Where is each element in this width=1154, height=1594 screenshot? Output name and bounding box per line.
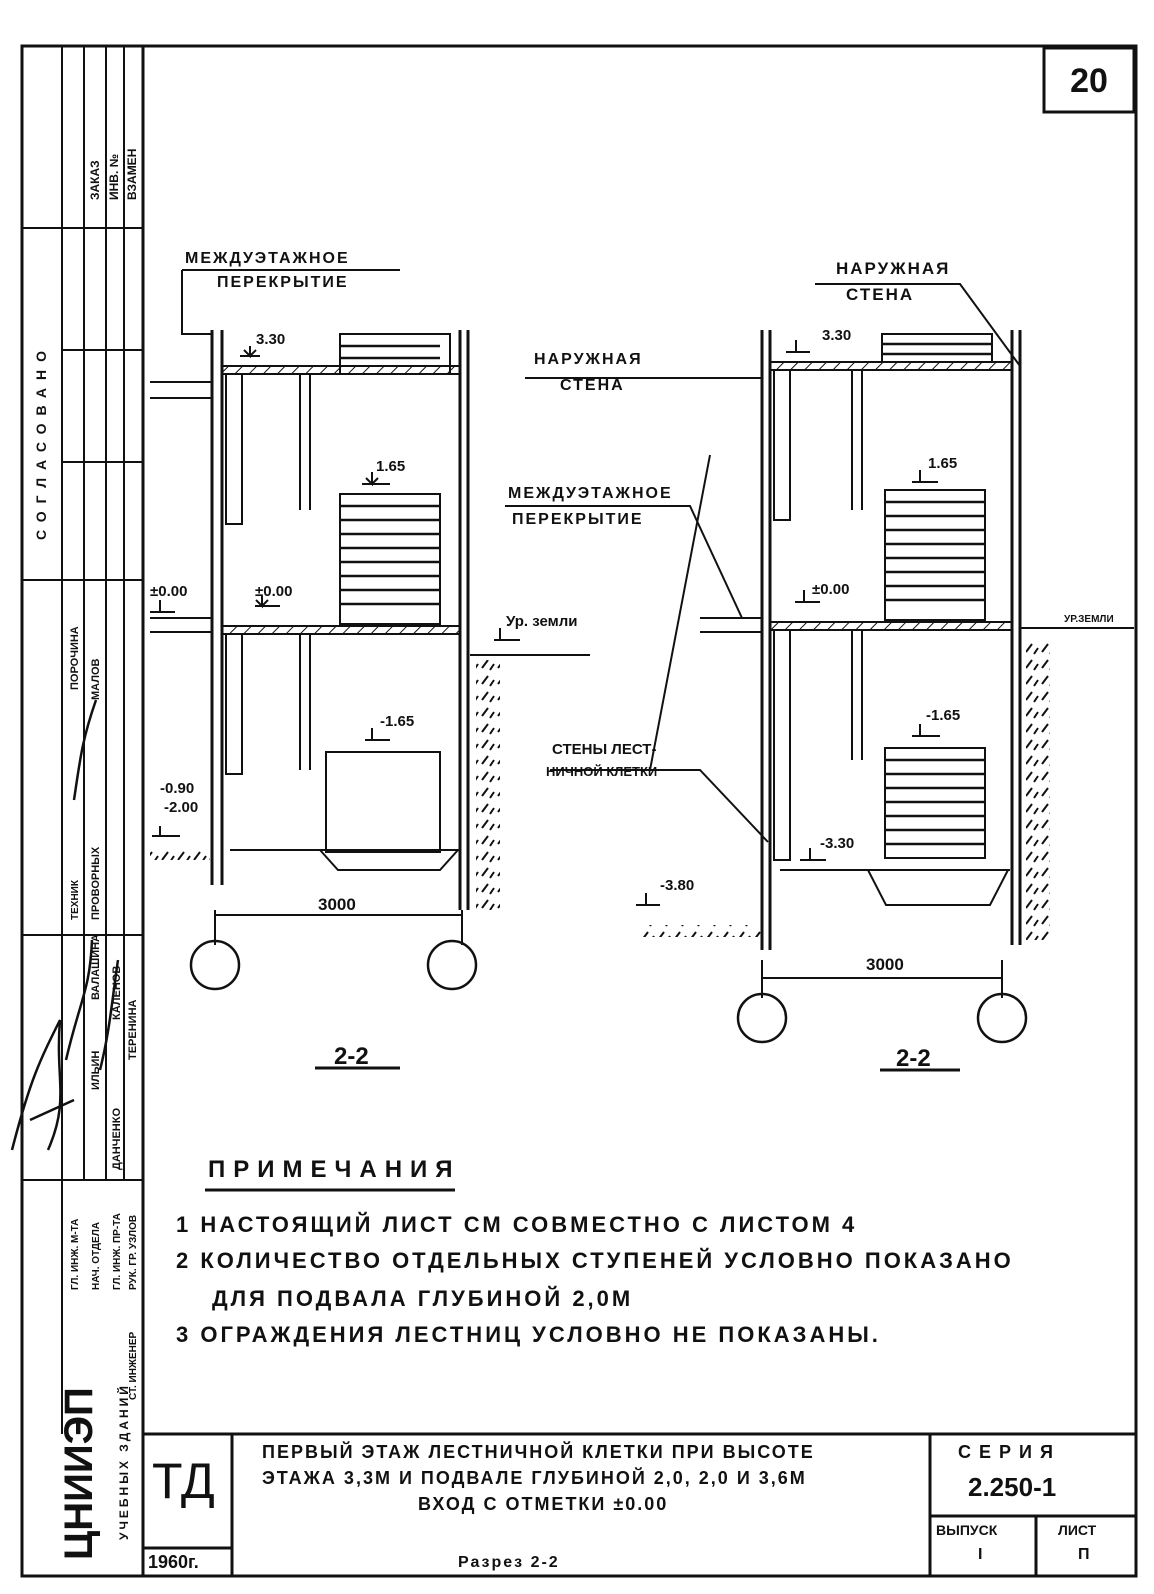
series-value: 2.250-1 <box>968 1472 1057 1502</box>
stamp-name-8: МАЛОВ <box>90 658 102 700</box>
note-item-1: 1 НАСТОЯЩИЙ ЛИСТ СМ СОВМЕСТНО С ЛИСТОМ 4 <box>176 1212 858 1237</box>
signature-marks <box>10 699 120 1151</box>
stamp-name-3: КАЛЕНОВ <box>111 966 123 1020</box>
stamp-col-3: ЗАКАЗ <box>88 160 102 200</box>
stamp-col-2: ИНВ. № <box>107 154 121 200</box>
right-section-label: 2-2 <box>896 1045 931 1072</box>
right-mark-low: -3.80 <box>660 877 694 894</box>
title-line-4: Разрез 2-2 <box>458 1554 560 1571</box>
left-mark-top: 3.30 <box>256 331 285 348</box>
notes-heading: ПРИМЕЧАНИЯ <box>208 1156 461 1183</box>
left-section-label: 2-2 <box>334 1043 369 1070</box>
note-item-3: ДЛЯ ПОДВАЛА ГЛУБИНОЙ 2,0М <box>212 1286 634 1311</box>
stamp-name-2: ИЛЬИН <box>90 1051 102 1090</box>
stamp-name-5: ТЕРЕНИНА <box>127 999 139 1060</box>
left-section <box>150 269 590 1070</box>
stamp-role-5: СТ. ИНЖЕНЕР <box>128 1331 139 1400</box>
right-ground-label: УР.ЗЕМЛИ <box>1064 614 1114 625</box>
stamp-approved: СОГЛАСОВАНО <box>33 343 49 540</box>
title-line-1: ПЕРВЫЙ ЭТАЖ ЛЕСТНИЧНОЙ КЛЕТКИ ПРИ ВЫСОТЕ <box>262 1442 815 1462</box>
right-level-markers <box>636 340 940 906</box>
right-mark-base: -1.65 <box>926 707 960 724</box>
title-line-3: ВХОД С ОТМЕТКИ ±0.00 <box>418 1494 669 1514</box>
stamp-role-3: ГЛ. ИНЖ. ПР-ТА <box>112 1213 123 1290</box>
stamp-name-1: ДАНЧЕНКО <box>111 1108 123 1170</box>
right-label-wall-1: НАРУЖНАЯ <box>836 259 950 278</box>
title-year: 1960г. <box>148 1552 199 1572</box>
right-section <box>505 283 1134 1072</box>
sheet-label: ЛИСТ <box>1058 1522 1097 1538</box>
title-block-grid <box>143 1434 1136 1576</box>
center-slab-2: ПЕРЕКРЫТИЕ <box>512 511 644 528</box>
right-label-wall-2: СТЕНА <box>846 285 914 304</box>
left-ground-label: Ур. земли <box>506 613 578 630</box>
stamp-name-6: ПРОВОРНЫХ <box>90 846 102 920</box>
side-stamp <box>22 46 143 1434</box>
sheet-number: 20 <box>1070 62 1108 100</box>
stamp-name-7: ПОРОЧИНА <box>69 626 81 690</box>
sheet-frame <box>20 44 1138 1578</box>
left-mark-zero: ±0.00 <box>255 583 292 600</box>
right-mark-floor: -3.30 <box>820 835 854 852</box>
right-mark-zero: ±0.00 <box>812 581 849 598</box>
left-mark-low-1: -0.90 <box>160 780 194 797</box>
sheet-value: П <box>1078 1546 1090 1563</box>
issue-label: ВЫПУСК <box>936 1522 998 1538</box>
left-level-markers <box>150 346 520 837</box>
left-width-dim: 3000 <box>318 895 356 914</box>
title-code: ТД <box>152 1453 215 1509</box>
note-item-4: 3 ОГРАЖДЕНИЯ ЛЕСТНИЦ УСЛОВНО НЕ ПОКАЗАНЫ… <box>176 1322 881 1347</box>
right-labels: НАРУЖНАЯ СТЕНА 3.30 1.65 ±0.00 УР.ЗЕМЛИ … <box>660 259 1114 1072</box>
left-label-slab-1: МЕЖДУЭТАЖНОЕ <box>185 250 350 267</box>
note-item-2: 2 КОЛИЧЕСТВО ОТДЕЛЬНЫХ СТУПЕНЕЙ УСЛОВНО … <box>176 1248 1014 1273</box>
issue-value: I <box>978 1546 983 1563</box>
stamp-role-4: РУК. ГР. УЗЛОВ <box>128 1215 139 1290</box>
stamp-org-sub: УЧЕБНЫХ ЗДАНИЙ <box>116 1383 131 1540</box>
center-outer-wall-2: СТЕНА <box>560 377 625 394</box>
stamp-org: ЦНИИЭП <box>57 1387 101 1560</box>
right-width-dim: 3000 <box>866 955 904 974</box>
right-mark-mid: 1.65 <box>928 455 957 472</box>
left-step-lines <box>340 344 440 606</box>
right-mark-top: 3.30 <box>822 327 851 344</box>
series-label: СЕРИЯ <box>958 1442 1061 1462</box>
left-mark-low-2: -2.00 <box>164 799 198 816</box>
right-step-lines <box>882 342 992 846</box>
left-label-slab-2: ПЕРЕКРЫТИЕ <box>217 274 349 291</box>
left-mark-zero-left: ±0.00 <box>150 583 187 600</box>
center-slab-1: МЕЖДУЭТАЖНОЕ <box>508 485 673 502</box>
side-stamp-text: ВЗАМЕН ИНВ. № ЗАКАЗ СОГЛАСОВАНО ДАНЧЕНКО… <box>33 149 139 1560</box>
stamp-role-1: ГЛ. ИНЖ. М-ТА <box>70 1219 81 1290</box>
title-line-2: ЭТАЖА 3,3М И ПОДВАЛЕ ГЛУБИНОЙ 2,0, 2,0 И… <box>262 1468 807 1488</box>
center-labels: НАРУЖНАЯ СТЕНА МЕЖДУЭТАЖНОЕ ПЕРЕКРЫТИЕ С… <box>508 351 673 779</box>
stamp-col-1: ВЗАМЕН <box>125 149 139 200</box>
stamp-name-4: ВАЛАШИНА <box>90 934 102 1000</box>
left-mark-mid: 1.65 <box>376 458 405 475</box>
center-stair-walls-1: СТЕНЫ ЛЕСТ- <box>552 741 656 758</box>
stamp-role-6: ТЕХНИК <box>70 879 81 920</box>
center-outer-wall-1: НАРУЖНАЯ <box>534 351 643 368</box>
left-mark-base: -1.65 <box>380 713 414 730</box>
left-labels: МЕЖДУЭТАЖНОЕ ПЕРЕКРЫТИЕ 3.30 1.65 ±0.00 … <box>150 250 578 1070</box>
center-stair-walls-2: НИЧНОЙ КЛЕТКИ <box>546 764 657 779</box>
stamp-role-2: НАЧ. ОТДЕЛА <box>91 1222 102 1290</box>
